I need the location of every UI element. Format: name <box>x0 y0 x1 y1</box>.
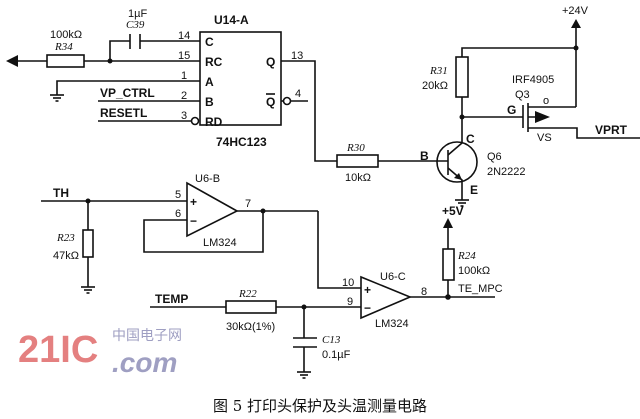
c13-value: 0.1µF <box>322 349 351 361</box>
r31-value: 20kΩ <box>422 80 448 92</box>
u14-a-chip: U14-A 74HC123 C RC A B RD Q Q 14 15 1 2 … <box>178 13 308 149</box>
r30-value: 10kΩ <box>345 172 371 184</box>
q3-ref: Q3 <box>515 89 530 101</box>
watermark-domain: .com <box>112 347 177 378</box>
ground-icon <box>297 371 311 379</box>
u6c-part: LM324 <box>375 318 409 330</box>
r30-resistor: R30 10kΩ <box>336 142 448 184</box>
r34-value: 100kΩ <box>50 29 82 41</box>
q3-g-label: G <box>507 103 516 117</box>
pin-number: 7 <box>245 198 251 210</box>
minus-sign: − <box>190 214 197 228</box>
r24-value: 100kΩ <box>458 265 490 277</box>
u6b-part: LM324 <box>203 237 237 249</box>
r34-ref: R34 <box>54 41 73 53</box>
c39-value: 1µF <box>128 8 147 20</box>
watermark-brand: 21IC <box>18 329 98 371</box>
pin-number: 10 <box>342 277 354 289</box>
u6b-name: U6-B <box>195 173 220 185</box>
pin-number: 5 <box>175 189 181 201</box>
pin-q-label: Q <box>266 55 275 69</box>
pin-number: 6 <box>175 208 181 220</box>
q3-mosfet: IRF4905 Q3 o G VS VPRT <box>462 74 640 144</box>
q6-b-label: B <box>420 149 429 163</box>
junction-dot <box>573 45 579 51</box>
ground-icon <box>455 199 469 207</box>
r31-resistor: R31 20kΩ <box>422 47 576 120</box>
r24-resistor: +5V R24 100kΩ TE_MPC <box>442 204 503 300</box>
pin-number: 3 <box>181 110 187 122</box>
figure-caption: 图 5 打印头保护及头温测量电路 <box>213 397 427 415</box>
power-arrow-icon <box>443 218 453 228</box>
plus-sign: + <box>190 195 197 209</box>
pin-number: 8 <box>421 286 427 298</box>
minus-sign: − <box>364 301 371 315</box>
r24-ref: R24 <box>457 250 476 262</box>
pin-number: 14 <box>178 30 190 42</box>
pin-number: 2 <box>181 90 187 102</box>
r22-ref: R22 <box>238 288 257 300</box>
c39-capacitor: 1µF C39 <box>109 8 200 61</box>
q6-ref: Q6 <box>487 151 502 163</box>
r31-ref: R31 <box>429 65 448 77</box>
u14-name: U14-A <box>214 13 249 27</box>
pin-number: 9 <box>347 296 353 308</box>
power-24v: +24V <box>562 5 589 107</box>
r30-ref: R30 <box>346 142 365 154</box>
vprt-label: VPRT <box>595 123 628 137</box>
ground-icon <box>81 286 95 294</box>
pin-number: 4 <box>295 88 301 100</box>
pin-c-label: C <box>205 35 214 49</box>
pin-rd-label: RD <box>205 115 223 129</box>
power-arrow-icon <box>571 19 581 28</box>
output-arrow-icon <box>6 55 18 67</box>
r23-ref: R23 <box>56 232 75 244</box>
r34-resistor: 100kΩ R34 <box>6 29 200 68</box>
q6-e-label: E <box>470 183 478 197</box>
u6-b-opamp: U6-B LM324 5 6 7 + − <box>143 173 318 253</box>
c13-ref: C13 <box>322 334 341 346</box>
c13-capacitor: C13 0.1µF <box>293 304 351 372</box>
pin-number: 1 <box>181 70 187 82</box>
u6c-name: U6-C <box>380 271 406 283</box>
pin-b-label: B <box>205 95 214 109</box>
r23-resistor: R23 47kΩ <box>53 198 94 287</box>
q3-part: IRF4905 <box>512 74 554 86</box>
pin-rc-label: RC <box>205 55 223 69</box>
p5-label: +5V <box>442 204 464 218</box>
th-label: TH <box>53 186 69 200</box>
q6-transistor: B C E Q6 2N2222 <box>420 117 526 200</box>
r22-value: 30kΩ(1%) <box>226 321 275 333</box>
pin-number: 15 <box>178 50 190 62</box>
c39-ref: C39 <box>126 19 145 31</box>
p24-label: +24V <box>562 5 589 17</box>
q6-part: 2N2222 <box>487 166 526 178</box>
temp-label: TEMP <box>155 292 188 306</box>
q3-drain-mark: o <box>543 95 549 107</box>
q6-c-label: C <box>466 132 475 146</box>
resetl-label: RESETL <box>100 106 147 120</box>
te-mpc-label: TE_MPC <box>458 283 503 295</box>
pin-number: 13 <box>291 50 303 62</box>
u14-part: 74HC123 <box>216 135 267 149</box>
junction-dot <box>260 208 266 214</box>
r23-value: 47kΩ <box>53 250 79 262</box>
emitter-arrow-icon <box>454 173 462 180</box>
pin-qbar-label: Q <box>266 95 275 109</box>
u6-c-opamp: U6-C LM324 10 9 8 + − <box>342 271 495 330</box>
ground-icon <box>50 94 64 102</box>
q3-vs-label: VS <box>537 132 552 144</box>
r22-resistor: R22 30kΩ(1%) <box>225 288 361 333</box>
vp-ctrl-label: VP_CTRL <box>100 86 155 100</box>
watermark-cn: 中国电子网 <box>112 328 182 344</box>
watermark: 21IC 中国电子网 .com <box>18 328 182 378</box>
pin-a-label: A <box>205 75 214 89</box>
plus-sign: + <box>364 283 371 297</box>
